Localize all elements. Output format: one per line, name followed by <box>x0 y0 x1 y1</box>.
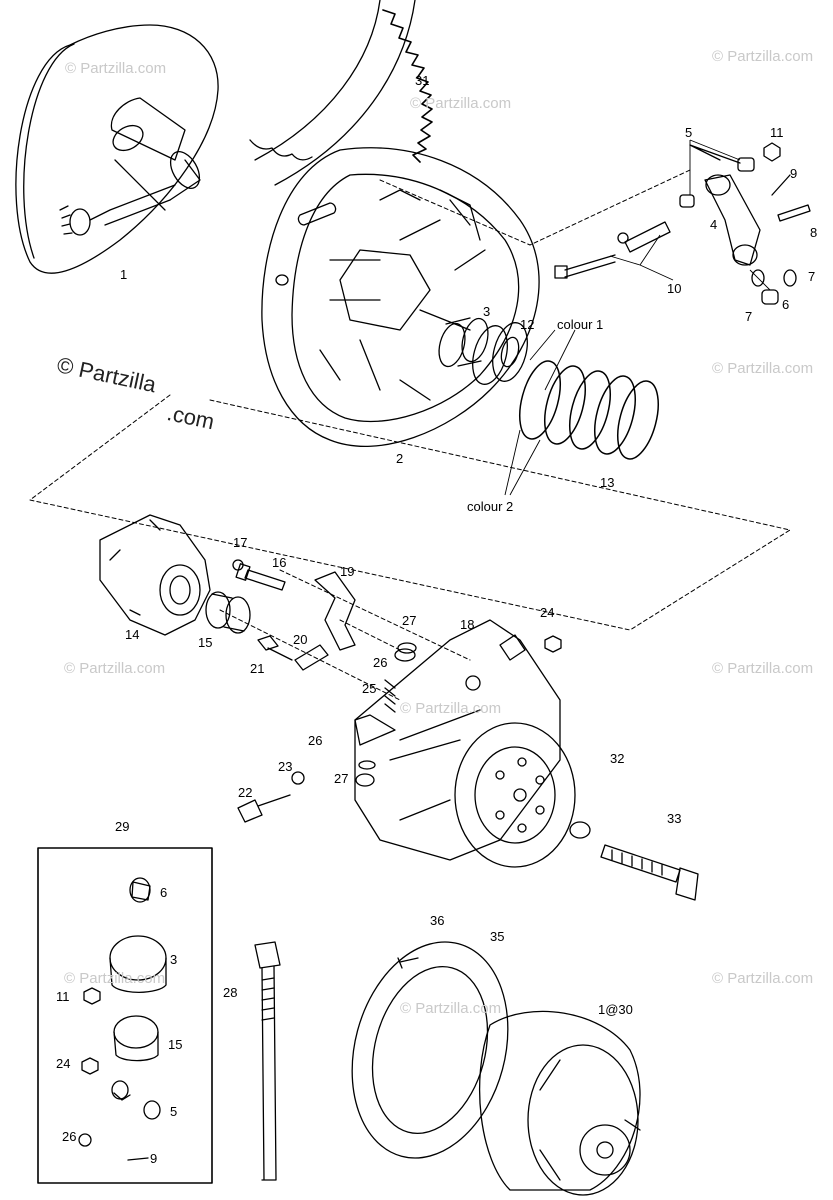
callout-8: 8 <box>810 225 818 240</box>
callout-16: 16 <box>272 555 287 570</box>
bushing-15 <box>205 591 251 634</box>
bolt-33 <box>569 821 699 901</box>
screw-36 <box>397 957 419 969</box>
callout-17: 17 <box>233 535 248 550</box>
callout-11: 11 <box>770 125 784 140</box>
assembly-lines <box>29 169 791 701</box>
callout-27a: 27 <box>402 613 417 628</box>
kit-callout-6: 6 <box>160 885 168 900</box>
housing-14 <box>99 514 211 636</box>
watermark: © Partzilla.com <box>712 48 814 65</box>
clutch-assembly <box>478 1010 641 1196</box>
lever-19 <box>314 571 356 651</box>
watermark: © Partzilla.com <box>400 1000 502 1017</box>
callout-1at30: 1@30 <box>598 1002 633 1017</box>
callout-colour-1: colour 1 <box>557 317 604 332</box>
callout-12: 12 <box>520 317 535 332</box>
callout-4: 4 <box>710 217 718 232</box>
callout-1: 1 <box>120 267 128 282</box>
kit-callout-24: 24 <box>56 1056 71 1071</box>
callout-13: 13 <box>600 475 615 490</box>
arm-hardware <box>554 142 811 305</box>
small-parts <box>237 635 562 823</box>
callout-32: 32 <box>610 751 625 766</box>
callout-29: 29 <box>115 819 130 834</box>
callout-19: 19 <box>340 564 355 579</box>
drive-belt <box>249 0 433 186</box>
callout-3: 3 <box>483 304 491 319</box>
callout-26a: 26 <box>373 655 388 670</box>
spring <box>519 360 659 460</box>
kit-callout-3: 3 <box>170 952 178 967</box>
cover-35 <box>351 941 509 1159</box>
callout-20: 20 <box>293 632 308 647</box>
kit-callout-5: 5 <box>170 1104 178 1119</box>
kit-callout-9: 9 <box>150 1151 158 1166</box>
callout-5: 5 <box>685 125 693 140</box>
callout-15: 15 <box>198 635 213 650</box>
callout-2: 2 <box>396 451 404 466</box>
callout-35: 35 <box>490 929 505 944</box>
watermark: © Partzilla.com <box>712 970 814 987</box>
watermark: © Partzilla.com <box>410 95 512 112</box>
callout-7b: 7 <box>745 309 753 324</box>
callout-7a: 7 <box>808 269 816 284</box>
watermark: © Partzilla.com <box>712 660 814 677</box>
kit-callout-15: 15 <box>168 1037 183 1052</box>
callout-14: 14 <box>125 627 140 642</box>
kit-callout-11: 11 <box>56 989 70 1004</box>
carrier-18 <box>354 619 576 868</box>
callout-18: 18 <box>460 617 475 632</box>
callout-colour-2: colour 2 <box>467 499 514 514</box>
callout-24: 24 <box>540 605 555 620</box>
kit-box <box>37 847 213 1184</box>
bushing-3 <box>438 317 489 368</box>
kit-parts <box>78 877 167 1161</box>
callout-27b: 27 <box>334 771 349 786</box>
callout-10: 10 <box>667 281 682 296</box>
watermark: © Partzilla.com <box>64 970 166 987</box>
movable-sheave <box>261 147 540 448</box>
callout-31: 31 <box>415 73 430 88</box>
watermark: © Partzilla.com <box>400 700 502 717</box>
bushing-12 <box>472 322 528 385</box>
callout-6: 6 <box>782 297 790 312</box>
watermark: © Partzilla.com <box>64 660 166 677</box>
callout-25: 25 <box>362 681 377 696</box>
callout-33: 33 <box>667 811 682 826</box>
callout-36: 36 <box>430 913 445 928</box>
watermark: © Partzilla.com <box>65 60 167 77</box>
long-bolt-28 <box>254 941 281 1181</box>
callout-26b: 26 <box>308 733 323 748</box>
watermark: © Partzilla.com <box>712 360 814 377</box>
kit-callout-26: 26 <box>62 1129 77 1144</box>
callout-21: 21 <box>250 661 265 676</box>
callout-28: 28 <box>223 985 238 1000</box>
callout-22: 22 <box>238 785 253 800</box>
washer-17 <box>232 559 244 571</box>
fixed-sheave <box>15 24 219 274</box>
callout-9: 9 <box>790 166 798 181</box>
callout-23: 23 <box>278 759 293 774</box>
